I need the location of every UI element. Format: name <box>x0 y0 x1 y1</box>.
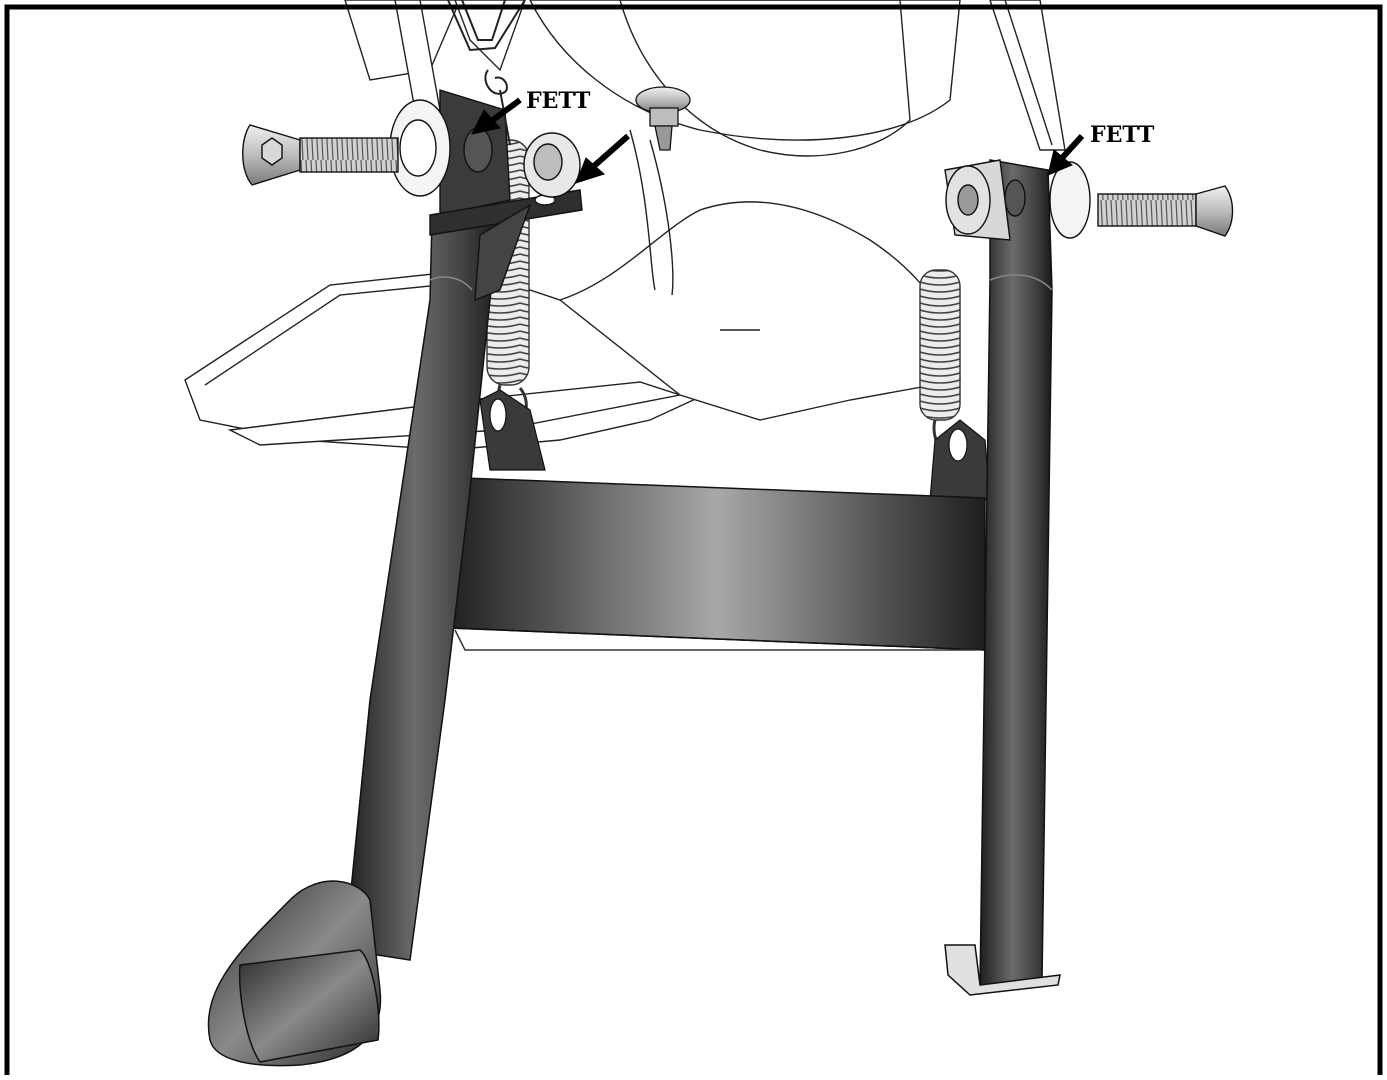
right-pivot-bushings <box>944 159 1091 241</box>
arrow-icon <box>471 97 522 135</box>
callout-label-left: FETT <box>526 88 591 114</box>
wire-loop <box>447 0 526 146</box>
spring-anchor-tabs <box>479 389 991 501</box>
arrow-icon <box>575 133 630 184</box>
right-leg <box>944 159 1061 996</box>
rivet-plug <box>635 86 691 151</box>
right-bolt <box>1097 185 1234 237</box>
left-foot <box>207 880 382 1067</box>
arrow-icon <box>1047 133 1085 176</box>
cross-bar <box>449 477 986 651</box>
grease-arrows <box>471 97 1085 184</box>
left-leg <box>344 204 501 961</box>
right-spring <box>919 269 963 458</box>
left-bolt <box>242 124 399 186</box>
callout-label-right: FETT <box>1090 122 1155 148</box>
